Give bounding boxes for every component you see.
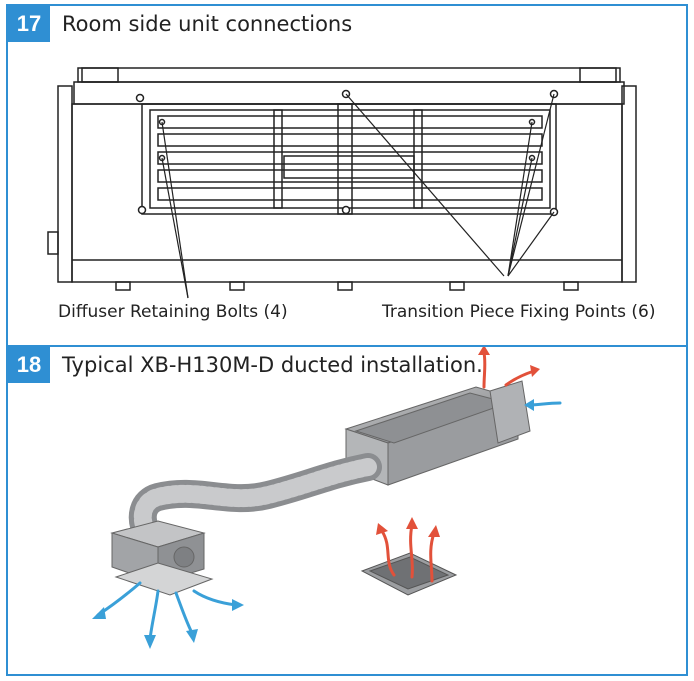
panel-room-side-unit-connections: 17 Room side unit connections [6,4,688,347]
panel-title: Room side unit connections [62,12,353,36]
step-number-badge: 18 [8,347,50,383]
panel-ducted-installation: 18 Typical XB-H130M-D ducted installatio… [6,345,688,676]
unit-front-drawing [47,67,637,299]
panel-title: Typical XB-H130M-D ducted installation. [62,353,483,377]
transition-fixing-points-label: Transition Piece Fixing Points (6) [382,302,656,322]
diffuser-bolts-label: Diffuser Retaining Bolts (4) [58,302,288,322]
ducted-installation-illustration [92,347,562,649]
step-number-badge: 17 [8,6,50,42]
